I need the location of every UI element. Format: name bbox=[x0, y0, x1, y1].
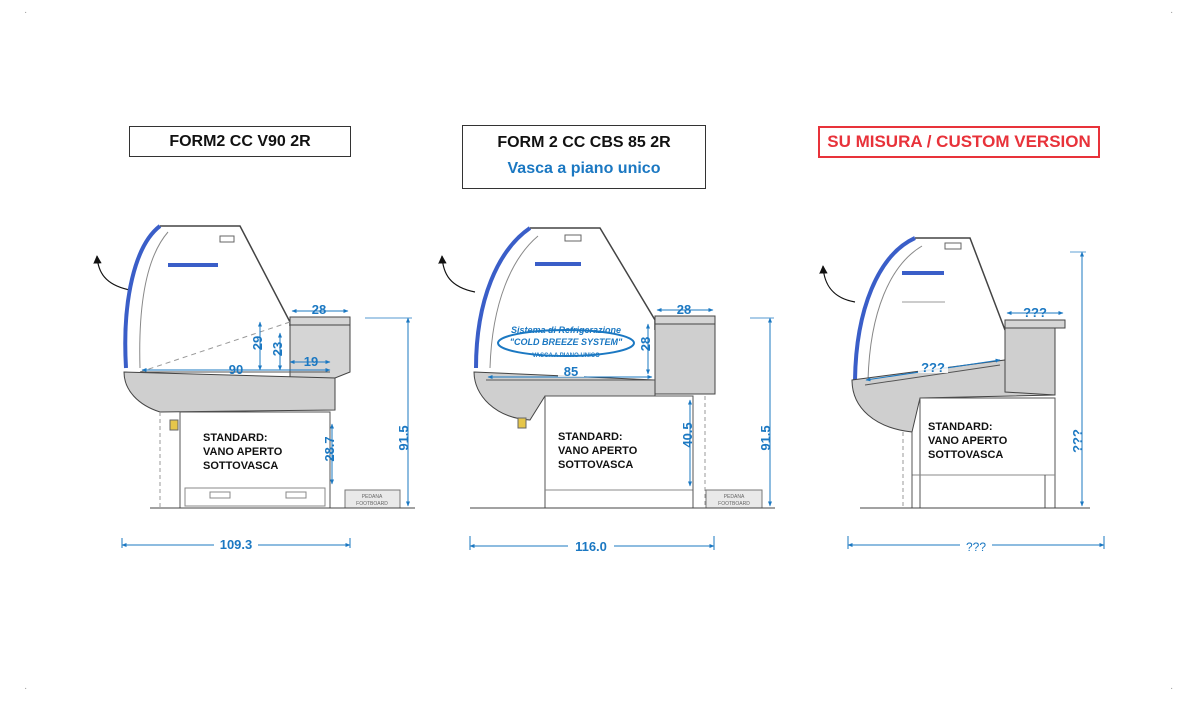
model-2-shelf bbox=[535, 262, 581, 266]
model-2-section: PEDANA FOOTBOARD Sistema di Refrigerazio… bbox=[438, 226, 775, 554]
model-1-title-box: FORM2 CC V90 2R bbox=[129, 126, 351, 157]
model-2-dim-total-height: 91.5 bbox=[758, 425, 773, 450]
model-2-system-label-3: VASCA A PIANO UNICO bbox=[532, 353, 600, 359]
model-3-standard-label-3: SOTTOVASCA bbox=[928, 449, 1003, 461]
model-2-dim-tank-depth: 85 bbox=[564, 364, 578, 379]
corner-mark-bottom-left: · bbox=[24, 683, 28, 694]
model-2-standard-label-2: VANO APERTO bbox=[558, 445, 638, 457]
corner-mark-bottom-right: · bbox=[1170, 683, 1174, 694]
model-1-standard-label-2: VANO APERTO bbox=[203, 446, 283, 458]
model-3-section: STANDARD: VANO APERTO SOTTOVASCA ??? ???… bbox=[819, 236, 1105, 554]
model-2-footboard-label-1: PEDANA bbox=[724, 494, 745, 500]
model-2-system-label-2: "COLD BREEZE SYSTEM" bbox=[510, 337, 623, 347]
model-2-system-label-1: Sistema di Refrigerazione bbox=[511, 325, 621, 335]
model-1-dim-total-height: 91.5 bbox=[396, 425, 411, 450]
model-3-dim-top-depth: ??? bbox=[1023, 305, 1047, 320]
model-2-cold-breeze-ellipse bbox=[497, 329, 635, 357]
model-3-curved-glass bbox=[853, 236, 916, 381]
model-2-title-box: FORM 2 CC CBS 85 2R Vasca a piano unico bbox=[462, 125, 706, 189]
model-1-rear-frame bbox=[160, 225, 291, 326]
model-1-dim-step-depth: 19 bbox=[304, 354, 318, 369]
model-2-standard-label-1: STANDARD: bbox=[558, 431, 623, 443]
model-2-rear-frame bbox=[530, 227, 656, 330]
model-1-dim-base-height: 28.7 bbox=[322, 436, 337, 461]
model-2-subtitle: Vasca a piano unico bbox=[507, 160, 661, 177]
model-3-door-arrow bbox=[819, 265, 856, 303]
model-1-shelf bbox=[168, 263, 218, 267]
model-1-footboard-label-2: FOOTBOARD bbox=[356, 501, 388, 507]
model-3-title-box: SU MISURA / CUSTOM VERSION bbox=[818, 126, 1100, 158]
model-3-counter-top bbox=[1004, 319, 1066, 329]
model-3-title: SU MISURA / CUSTOM VERSION bbox=[827, 132, 1091, 151]
model-1-footboard-label-1: PEDANA bbox=[362, 494, 383, 500]
model-2-dim-top-depth: 28 bbox=[677, 302, 691, 317]
model-3-dim-tank-depth: ??? bbox=[921, 360, 945, 375]
model-2-dim-rear-height: 28 bbox=[638, 337, 653, 351]
model-1-dim-top-depth: 28 bbox=[312, 302, 326, 317]
model-2-rear-block bbox=[654, 323, 716, 395]
model-1-curved-glass bbox=[123, 224, 162, 369]
model-3-rear-block bbox=[1004, 327, 1056, 396]
model-3-standard-label-2: VANO APERTO bbox=[928, 435, 1008, 447]
corner-mark-top-right: · bbox=[1170, 7, 1174, 18]
model-2-footboard-label-2: FOOTBOARD bbox=[718, 501, 750, 507]
model-1-dim-total-width: 109.3 bbox=[220, 537, 253, 552]
model-1-title: FORM2 CC V90 2R bbox=[169, 133, 311, 150]
model-3-dim-total-width: ??? bbox=[966, 540, 986, 554]
model-1-standard-label-1: STANDARD: bbox=[203, 432, 268, 444]
model-1-dim-front-h1: 29 bbox=[250, 336, 265, 350]
model-2-dim-base-height: 40.5 bbox=[680, 422, 695, 447]
model-1-dim-front-h2: 23 bbox=[270, 342, 285, 356]
corner-mark-top-left: · bbox=[24, 7, 28, 18]
model-1-door-arrow bbox=[93, 255, 131, 291]
model-2-title: FORM 2 CC CBS 85 2R bbox=[497, 134, 671, 151]
model-3-standard-label-1: STANDARD: bbox=[928, 421, 993, 433]
model-2-counter-top bbox=[654, 315, 716, 325]
model-1-section: PEDANA FOOTBOARD STANDARD: VANO APERTO S… bbox=[93, 224, 415, 552]
model-2-standard-label-3: SOTTOVASCA bbox=[558, 459, 633, 471]
model-2-dim-total-width: 116.0 bbox=[575, 539, 607, 554]
model-1-standard-label-3: SOTTOVASCA bbox=[203, 460, 278, 472]
model-3-dim-total-height: ??? bbox=[1070, 429, 1085, 453]
model-1-dim-tank-depth: 90 bbox=[229, 362, 243, 377]
model-1-counter-top bbox=[289, 316, 351, 326]
model-2-curved-glass bbox=[474, 226, 532, 369]
model-3-rear-frame bbox=[915, 237, 1006, 331]
model-1-tank-body bbox=[123, 371, 336, 413]
model-2-door-arrow bbox=[438, 255, 476, 293]
model-3-shelf bbox=[902, 271, 944, 275]
